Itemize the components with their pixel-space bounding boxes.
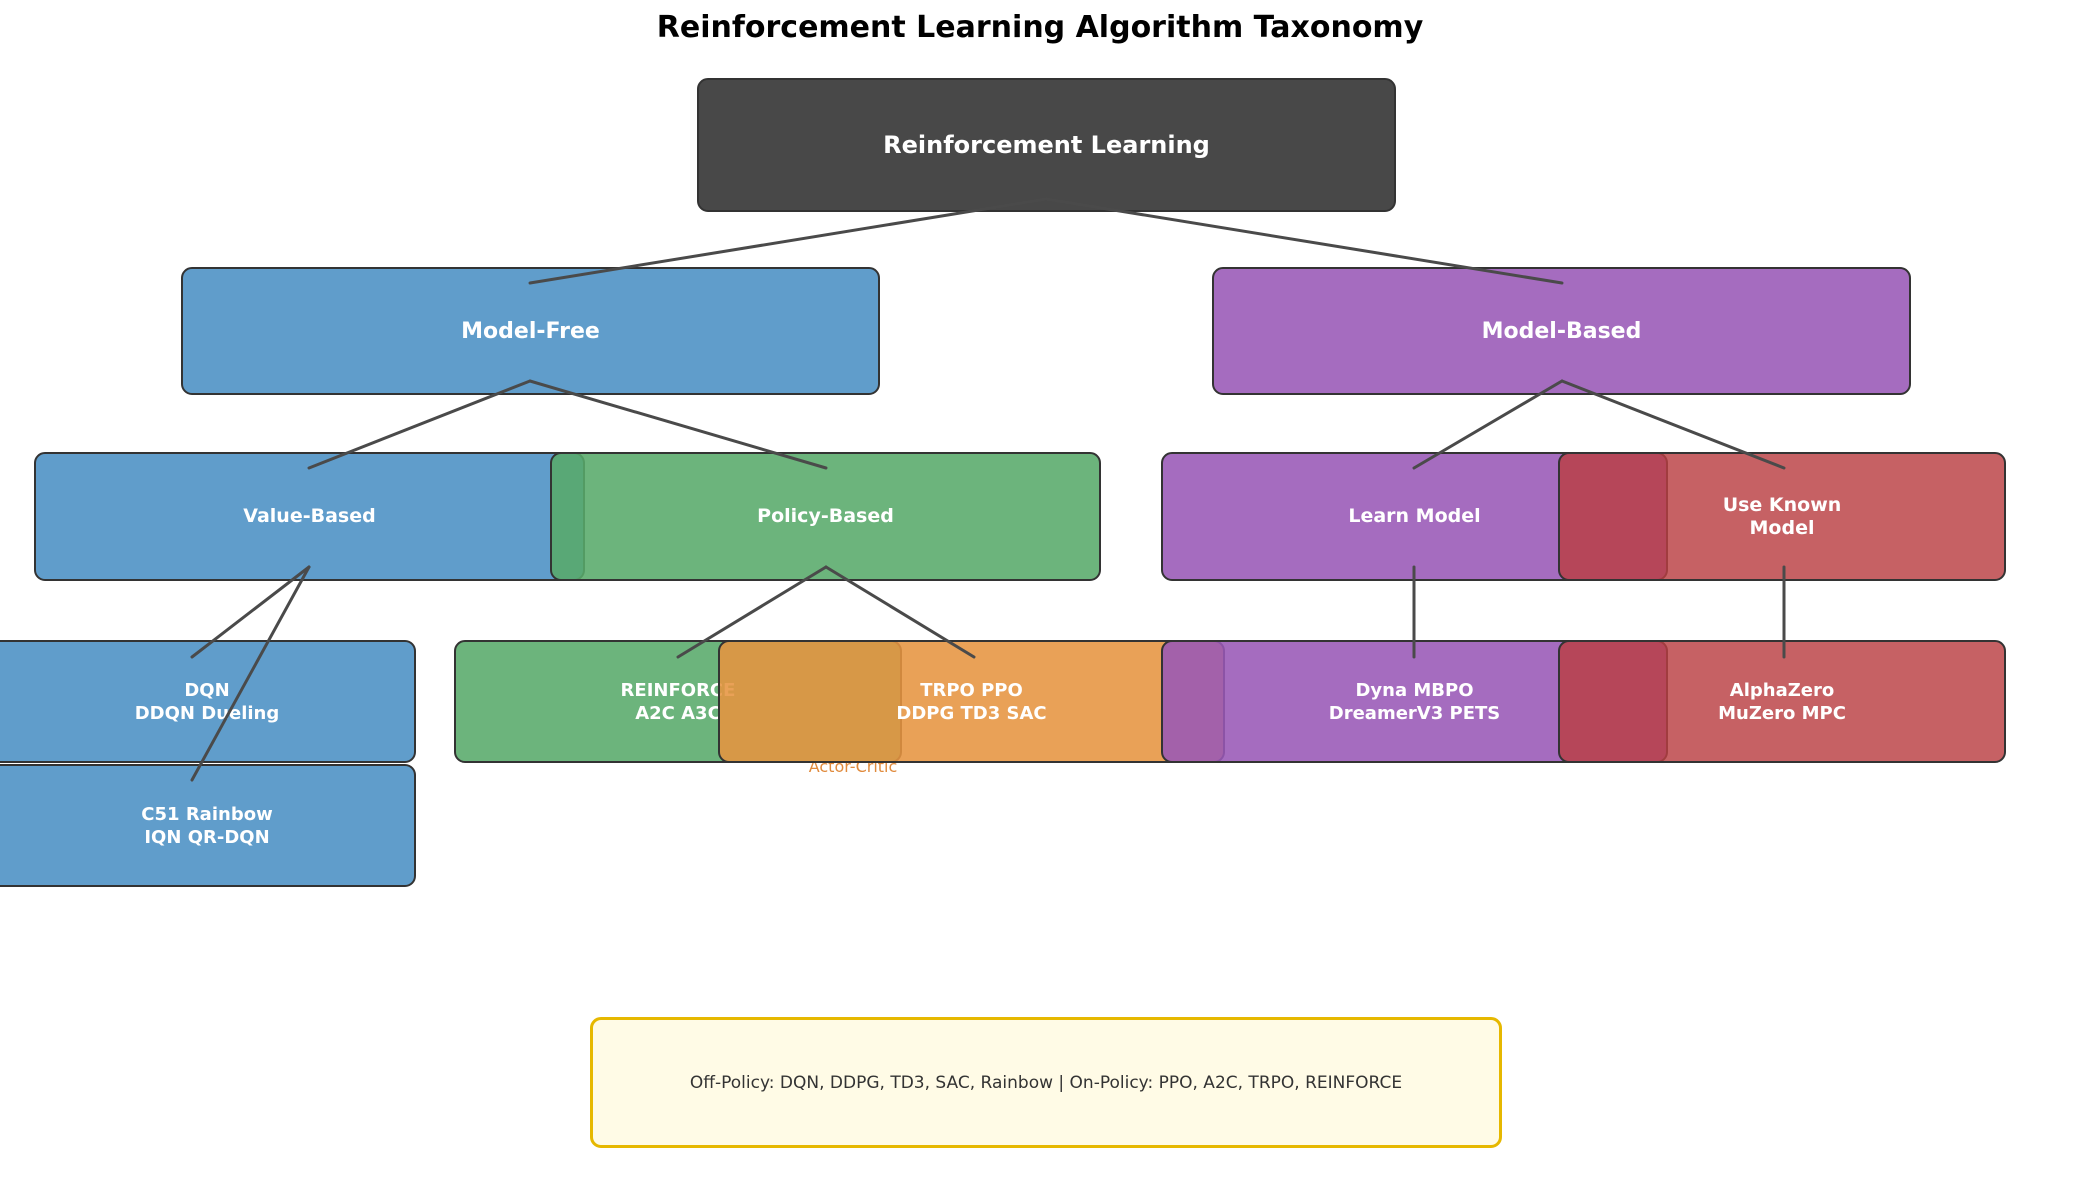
node-actor-critic-family: TRPO PPO DDPG TD3 SAC	[718, 640, 1225, 763]
diagram-title: Reinforcement Learning Algorithm Taxonom…	[656, 10, 1424, 45]
node-distributional-family: C51 Rainbow IQN QR-DQN	[0, 764, 416, 887]
node-reinforcement-learning: Reinforcement Learning	[697, 78, 1396, 212]
node-model-based: Model-Based	[1212, 267, 1911, 395]
node-known-model-family: AlphaZero MuZero MPC	[1558, 640, 2006, 763]
node-policy-based: Policy-Based	[550, 452, 1101, 581]
node-value-based: Value-Based	[34, 452, 585, 581]
node-dqn-family: DQN DDQN Dueling	[0, 640, 416, 763]
node-use-known-model: Use Known Model	[1558, 452, 2006, 581]
policy-type-note: Off-Policy: DQN, DDPG, TD3, SAC, Rainbow…	[590, 1017, 1502, 1148]
node-model-free: Model-Free	[181, 267, 880, 395]
